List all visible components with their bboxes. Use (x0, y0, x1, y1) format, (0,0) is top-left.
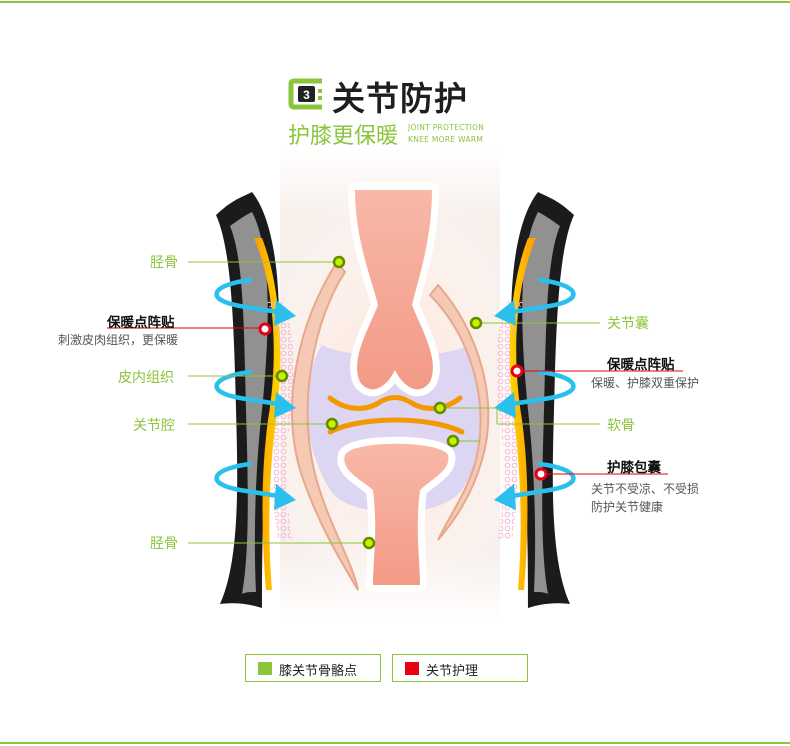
marker-joint-capsule (471, 318, 481, 328)
label-joint-capsule: 关节囊 (607, 313, 649, 333)
bottom-divider (0, 742, 790, 744)
legend-bone-points: 膝关节骨骼点 (245, 654, 381, 682)
legend-swatch-green (258, 662, 272, 675)
label-knee-capsule-desc-2: 防护关节健康 (591, 498, 663, 516)
legend-label-bone-points: 膝关节骨骼点 (279, 660, 357, 679)
label-warm-patch-right-title: 保暖点阵贴 (607, 353, 675, 373)
label-skin-tissue: 皮内组织 (118, 367, 174, 387)
marker-cartilage-upper (435, 403, 445, 413)
label-warm-patch-left-title: 保暖点阵贴 (107, 311, 175, 331)
label-tibia-top: 胫骨 (150, 252, 178, 272)
marker-knee-capsule (536, 469, 546, 479)
marker-cartilage-lower (448, 436, 458, 446)
label-knee-capsule-desc-1: 关节不受凉、不受损 (591, 480, 699, 498)
legend-label-joint-care: 关节护理 (426, 660, 478, 679)
femur-bone (355, 190, 433, 389)
marker-tibia-bottom (364, 538, 374, 548)
legend-swatch-red (405, 662, 419, 675)
label-warm-patch-left-desc: 刺激皮肉组织，更保暖 (58, 331, 178, 349)
legend-joint-care: 关节护理 (392, 654, 528, 682)
marker-skin-tissue (277, 371, 287, 381)
marker-joint-cavity (327, 419, 337, 429)
label-knee-capsule-title: 护膝包囊 (607, 456, 661, 476)
label-cartilage: 软骨 (607, 415, 635, 435)
label-tibia-bottom: 胫骨 (150, 533, 178, 553)
marker-warm-patch-right (512, 366, 522, 376)
marker-warm-patch-left (260, 324, 270, 334)
marker-tibia-top (334, 257, 344, 267)
label-warm-patch-right-desc: 保暖、护膝双重保护 (591, 374, 699, 392)
label-joint-cavity: 关节腔 (133, 415, 175, 435)
